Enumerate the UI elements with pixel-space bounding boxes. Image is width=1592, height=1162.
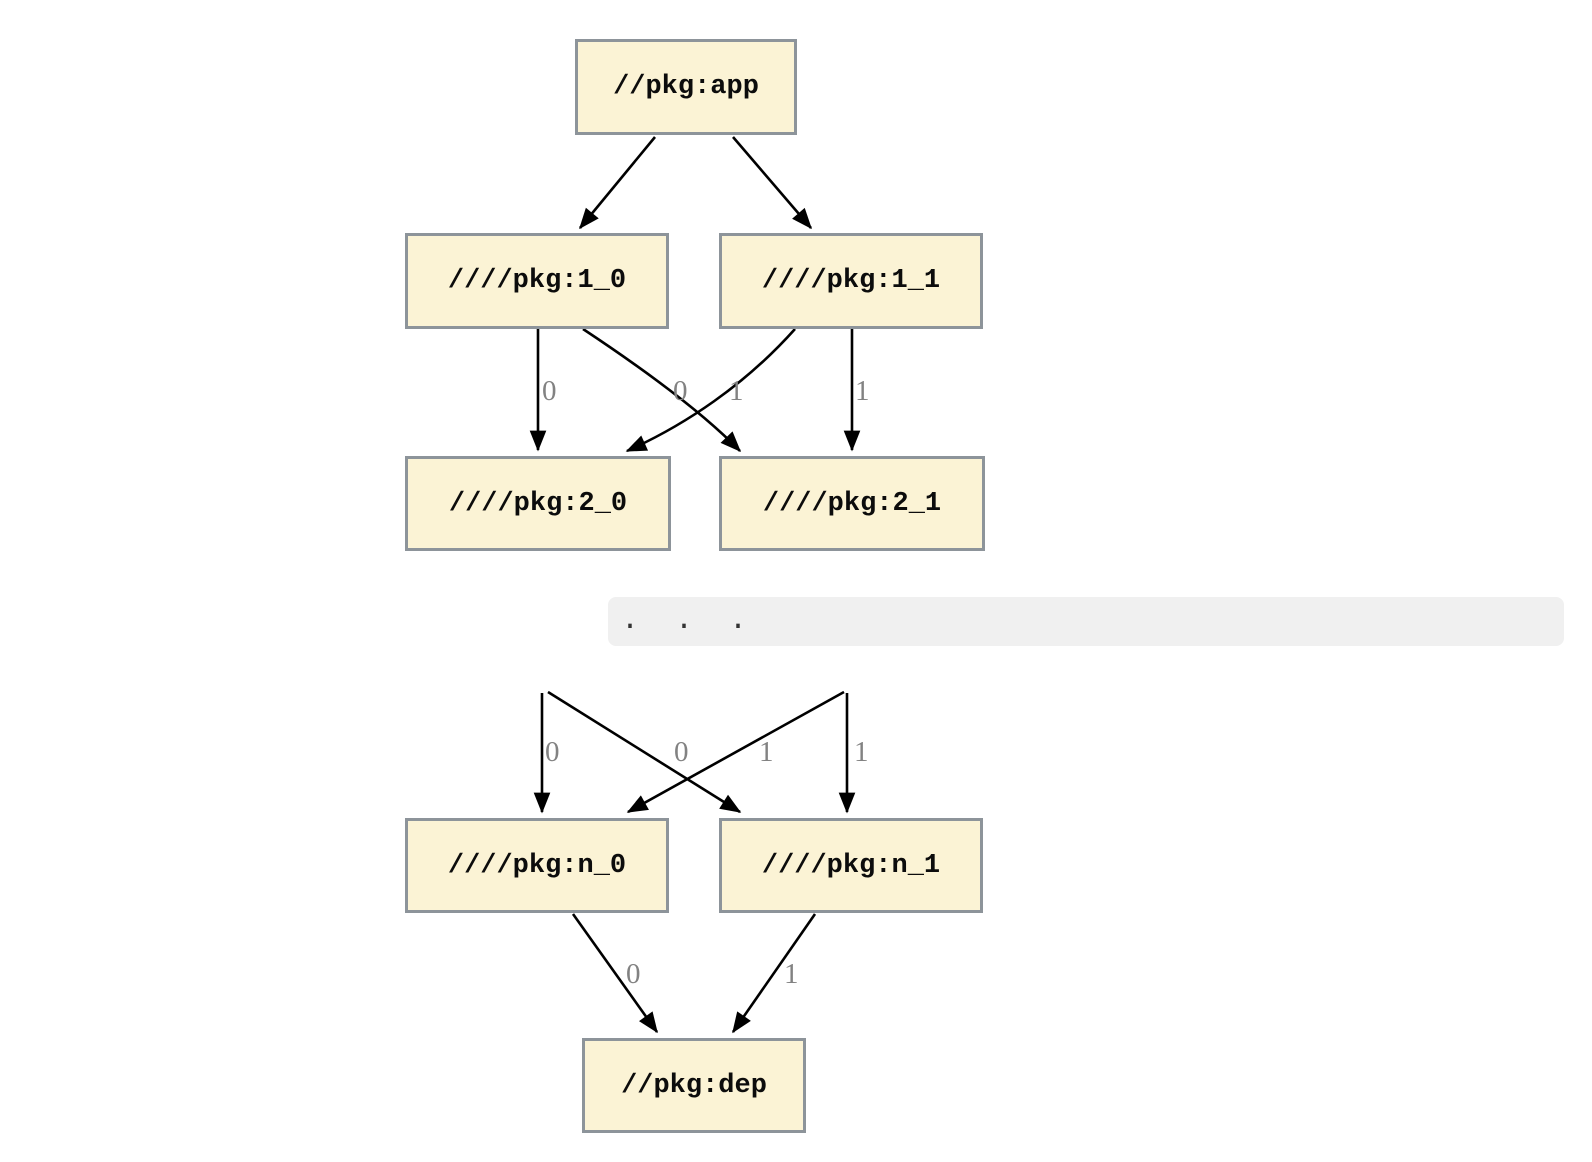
node-pkg-n_1: ////pkg:n_1: [719, 818, 983, 913]
edge-1_1-to-2_0: [625, 328, 796, 453]
ellipsis-bar: . . .: [608, 597, 1564, 646]
edge-label-1_1-to-2_1: 1: [855, 375, 870, 407]
edge-n_0-to-dep: [571, 913, 659, 1034]
edge-app-to-1_0: [578, 136, 657, 230]
edge-label-n_0-to-dep: 0: [626, 958, 641, 990]
edge-label-1_0-to-2_0: 0: [542, 375, 557, 407]
node-pkg-2_1: ////pkg:2_1: [719, 456, 985, 551]
edge-label-1_1-to-2_0: 0: [673, 375, 688, 407]
edge-label-dots-to-n_0-straight: 0: [545, 736, 560, 768]
edge-label-1_0-to-2_1: 1: [729, 375, 744, 407]
node-pkg-app: //pkg:app: [575, 39, 797, 135]
node-pkg-1_1: ////pkg:1_1: [719, 233, 983, 329]
node-pkg-dep: //pkg:dep: [582, 1038, 806, 1133]
edge-1_0-to-2_1: [582, 327, 742, 453]
node-pkg-2_0: ////pkg:2_0: [405, 456, 671, 551]
edge-label-n_1-to-dep: 1: [784, 958, 799, 990]
edge-label-dots-to-n_0-cross: 0: [674, 736, 689, 768]
node-pkg-n_0: ////pkg:n_0: [405, 818, 669, 913]
edge-app-to-1_1: [732, 136, 812, 230]
edge-label-dots-to-n_1-cross: 1: [759, 736, 774, 768]
edge-label-dots-to-n_1-straight: 1: [854, 736, 869, 768]
edge-dots-to-n_1-cross: [547, 690, 742, 814]
edge-n_1-to-dep: [731, 913, 817, 1034]
node-pkg-1_0: ////pkg:1_0: [405, 233, 669, 329]
edge-dots-to-n_0-cross: [626, 690, 845, 814]
